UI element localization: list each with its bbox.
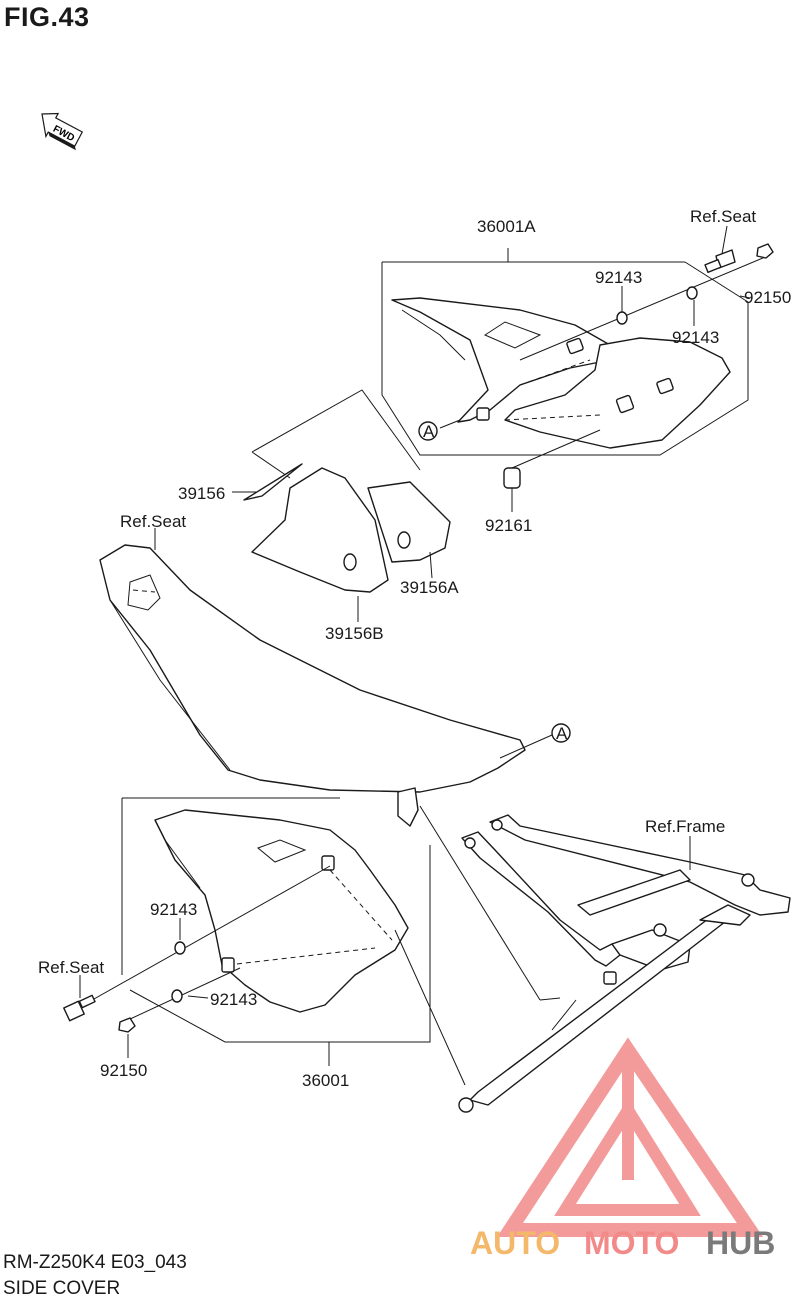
watermark-auto: AUTO <box>470 1225 560 1261</box>
fwd-arrow-icon: FWD <box>41 112 84 151</box>
figure-title: FIG.43 <box>4 2 90 32</box>
watermark-text: AUTO MOTO HUB <box>470 1225 775 1261</box>
watermark-moto: MOTO <box>584 1225 679 1261</box>
watermark-logo <box>497 1037 764 1237</box>
rear-frame <box>458 814 791 1113</box>
washer-92143-c <box>174 941 186 955</box>
fastener-axis-left <box>77 865 331 1009</box>
label-92150-bottom: 92150 <box>100 1061 147 1080</box>
label-92143-a: 92143 <box>595 268 642 287</box>
callout-bracket-39156 <box>251 389 421 479</box>
nut-92150-top <box>756 243 774 259</box>
label-92143-b: 92143 <box>672 328 719 347</box>
mark-a-seat-circle <box>551 723 571 743</box>
callout-bracket-36001 <box>121 797 431 1066</box>
bolt-top <box>704 249 736 274</box>
label-92143-c: 92143 <box>150 900 197 919</box>
model-code: RM-Z250K4 E03_043 <box>3 1252 187 1273</box>
label-36001: 36001 <box>302 1071 349 1090</box>
label-ref-frame: Ref.Frame <box>645 817 725 836</box>
label-ref-seat-top: Ref.Seat <box>690 207 756 226</box>
side-cover-right <box>391 297 731 449</box>
fastener-axis-top <box>519 254 771 361</box>
label-92143-d: 92143 <box>210 990 257 1009</box>
side-cover-left <box>154 809 409 1013</box>
watermark-hub: HUB <box>706 1225 775 1261</box>
section-name: SIDE COVER <box>3 1278 121 1299</box>
callout-bracket-36001A <box>381 248 749 456</box>
label-ref-seat-left: Ref.Seat <box>38 958 104 977</box>
label-39156B: 39156B <box>325 624 384 643</box>
shield-39156 <box>243 463 303 501</box>
label-39156: 39156 <box>178 484 225 503</box>
label-92161: 92161 <box>485 516 532 535</box>
washer-92143-d <box>171 989 183 1003</box>
seat <box>99 528 526 827</box>
label-39156A: 39156A <box>400 578 459 597</box>
bolt-left <box>63 994 96 1022</box>
label-92150-top: 92150 <box>744 288 791 307</box>
label-ref-seat-mid: Ref.Seat <box>120 512 186 531</box>
washer-92143-b <box>686 286 698 300</box>
washer-92143-a <box>616 311 628 325</box>
label-36001A: 36001A <box>477 217 536 236</box>
shield-39156A <box>367 481 451 563</box>
nut-92150-bottom <box>118 1017 136 1033</box>
mark-a-top-circle <box>418 421 438 441</box>
mark-a-top: A <box>423 422 435 441</box>
mark-a-seat: A <box>556 724 568 743</box>
